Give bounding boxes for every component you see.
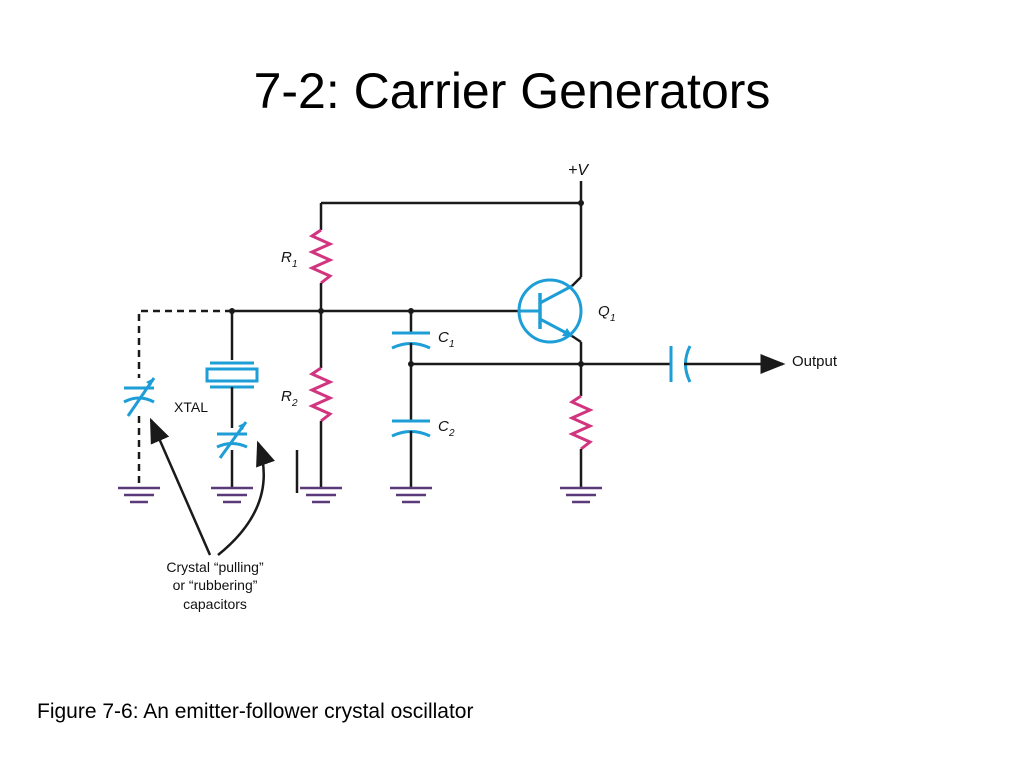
- ground-symbol-c2: [390, 486, 432, 504]
- c2-subscript: 2: [448, 428, 455, 439]
- supply-label: +V: [568, 162, 589, 179]
- r1-resistor: [308, 228, 334, 285]
- slide-title: 7-2: Carrier Generators: [253, 63, 771, 119]
- ground-symbol-emitter: [560, 486, 602, 504]
- trim-dashed-wire: [137, 309, 232, 378]
- collector-wire: [571, 276, 582, 287]
- transistor-q1: [517, 278, 583, 344]
- annotation-arrow-left: [149, 417, 212, 556]
- xtal-label: XTAL: [174, 399, 208, 415]
- annotation-arrow-right: [217, 440, 275, 556]
- annotation-line-3: capacitors: [183, 596, 247, 612]
- q1-label: Q: [598, 303, 610, 320]
- emitter-resistor: [568, 394, 594, 451]
- trim-capacitor-left: [123, 377, 156, 417]
- r2-resistor: [308, 366, 334, 423]
- r1-label: R: [281, 249, 292, 266]
- output-label: Output: [792, 353, 838, 370]
- ground-symbol-xtal: [211, 486, 253, 504]
- ground-symbol-trim: [118, 486, 160, 504]
- r2-subscript: 2: [291, 398, 298, 409]
- annotation-line-1: Crystal “pulling”: [166, 559, 264, 575]
- c2-label: C: [438, 418, 449, 435]
- ground-symbol-r2: [300, 486, 342, 504]
- r2-label: R: [281, 388, 292, 405]
- emitter-wire: [571, 334, 582, 344]
- figure-caption: Figure 7-6: An emitter-follower crystal …: [37, 700, 474, 723]
- c1-subscript: 1: [449, 339, 455, 350]
- annotation-line-2: or “rubbering”: [173, 577, 258, 593]
- r1-subscript: 1: [292, 259, 298, 270]
- c1-label: C: [438, 329, 449, 346]
- xtal-crystal: [205, 361, 259, 389]
- trim-capacitor-xtal: [216, 421, 248, 459]
- q1-subscript: 1: [610, 313, 616, 324]
